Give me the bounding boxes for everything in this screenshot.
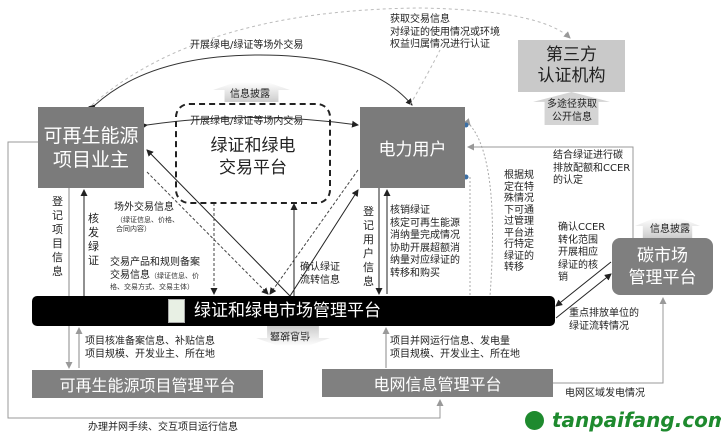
document-icon [168, 299, 185, 323]
watermark: tanpaifang.com [552, 408, 721, 432]
certify-label: 获取交易信息 对绿证的使用情况或环境 权益归属情况进行认证 [390, 14, 500, 50]
trade-info-detail: （绿证信息、价 [150, 272, 199, 280]
node-carbon-market: 碳市场 管理平台 [612, 238, 713, 295]
disclosure-label-bottom: 信息披露 [270, 329, 310, 341]
project-info-label: 项目核准备案信息、补贴信息 项目规模、开发业主、所在地 [85, 336, 215, 360]
disclosure-arrow-bottom [256, 326, 330, 346]
grid-connect-label: 办理并网手续、交互项目运行信息 [88, 422, 238, 433]
register-user-label: 登记用户信息 [363, 205, 374, 288]
trading-platform [175, 103, 331, 204]
node-third-party: 第三方 认证机构 [518, 40, 625, 92]
trade-info-label: 交易信息 [110, 270, 150, 281]
confirm-flow-label: 确认绿证 流转信息 [300, 262, 340, 286]
disclosure-arrow-top [213, 82, 290, 102]
special-transfer-label: 根据规 定在特 殊情况 下可通 过管理 平台进 行特定 绿证的 转移 [504, 170, 534, 273]
product-filing-label: 交易产品和规则备案 [110, 257, 200, 268]
offsite-trade-label: 开展绿电/绿证等场外交易 [190, 40, 304, 51]
disclosure-label-carbon: 信息披露 [650, 224, 690, 235]
register-project-label: 登记项目信息 [52, 195, 63, 278]
offsite-info-label: 场外交易信息 [114, 202, 174, 213]
trade-info-detail-2: 格、交易方式、交易主体） [110, 283, 194, 291]
disclosure-arrow-carbon [635, 218, 700, 238]
carbon-quota-label: 结合绿证进行碳 排放配额和CCER 的认定 [553, 150, 631, 186]
node-project-owner: 可再生能源 项目业主 [38, 107, 144, 188]
key-emitters-label: 重点排放单位的 绿证流转情况 [569, 308, 639, 332]
disclosure-label-top: 信息披露 [230, 89, 270, 100]
public-info-label: 多途径获取 公开信息 [547, 99, 597, 123]
market-platform-label: 绿证和绿电市场管理平台 [194, 301, 381, 321]
node-power-user: 电力用户 [360, 107, 465, 188]
grid-info-label: 项目并网运行信息、发电量 项目规模、开发业主、所在地 [390, 336, 520, 360]
trade-info-line: 交易信息（绿证信息、价 [110, 270, 199, 283]
market-platform-bar [32, 296, 555, 326]
ccer-label: 确认CCER 转化范围 开展相应 绿证的核 销 [558, 222, 606, 283]
watermark-logo-icon [525, 411, 544, 430]
grid-region-label: 电网区域发电情况 [565, 388, 645, 399]
node-grid-platform: 电网信息管理平台 [322, 369, 553, 397]
offsite-info-detail: （绿证信息、价格、 合同内容） [116, 216, 179, 233]
trading-platform-label: 绿证和绿电 交易平台 [210, 136, 296, 178]
issue-cert-label: 核发绿证 [88, 212, 99, 267]
onsite-trade-label: 开展绿电/绿证等场内交易 [190, 116, 304, 127]
writeoff-label: 核销绿证 核定可再生能源 消纳量完成情况 协助开展超额消 纳量对应绿证的 转移和… [390, 205, 460, 279]
node-project-platform: 可再生能源项目管理平台 [32, 370, 263, 398]
